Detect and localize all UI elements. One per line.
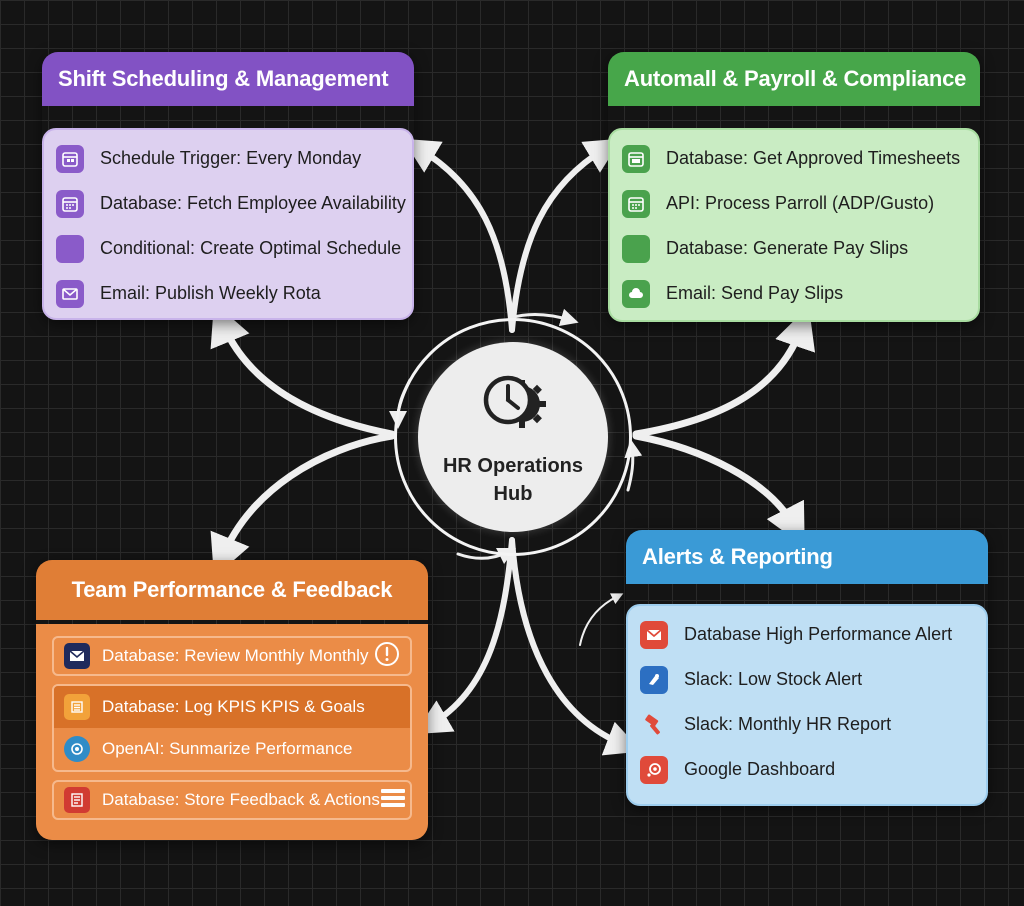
team-item-label: Database: Review Monthly Monthly: [102, 646, 369, 665]
no-icon: [56, 234, 84, 263]
arrow-ring-right: [624, 439, 643, 492]
team-item-label: Database: Log KPIS KPIS & Goals: [102, 697, 365, 716]
calendar-icon: [56, 144, 84, 173]
envelope-icon: [64, 643, 90, 669]
arrow-hub-to-payroll-bottom: [632, 306, 816, 438]
arrow-hub-to-alerts-top: [632, 432, 805, 547]
hub-label-line1: HR Operations: [442, 455, 584, 477]
arrow-hub-to-team-bottom: [414, 537, 515, 735]
payroll-item-1[interactable]: Database: Get Approved Timesheets: [610, 136, 978, 181]
alerts-item-label: Slack: Low Stock Alert: [684, 669, 863, 689]
payroll-item-4[interactable]: Email: Send Pay Slips: [610, 271, 978, 316]
team-item-1[interactable]: Database: Review Monthly Monthly: [52, 636, 412, 676]
alerts-item-label: Slack: Monthly HR Report: [684, 714, 892, 734]
payroll-item-label: Email: Send Pay Slips: [666, 283, 844, 303]
payroll-compliance-card: Automall & Payroll & Compliance Database…: [608, 52, 980, 322]
list-icon: [64, 787, 90, 813]
shift-item-3[interactable]: Conditional: Create Optimal Schedule: [44, 226, 412, 271]
alerts-card-body: Database High Performance Alert Slack: L…: [626, 604, 988, 806]
alerts-item-3[interactable]: Slack: Monthly HR Report: [628, 702, 986, 747]
alerts-item-1[interactable]: Database High Performance Alert: [628, 612, 986, 657]
arrow-hub-to-payroll-top: [509, 138, 622, 333]
hub-label-line2: Hub: [493, 483, 533, 505]
shift-item-label: Email: Publish Weekly Rota: [100, 283, 321, 303]
calendar-icon: [622, 189, 650, 218]
gmail-icon: [640, 620, 668, 649]
alerts-item-label: Google Dashboard: [684, 759, 836, 779]
shift-item-label: Conditional: Create Optimal Schedule: [100, 238, 402, 258]
shift-card-title: Shift Scheduling & Management: [42, 52, 414, 106]
openai-icon: [64, 736, 90, 762]
calendar-icon: [622, 144, 650, 173]
menu-icon: [380, 787, 406, 814]
team-card-title: Team Performance & Feedback: [36, 560, 428, 620]
hr-operations-hub[interactable]: HR Operations Hub: [418, 342, 608, 532]
payroll-item-2[interactable]: API: Process Parroll (ADP/Gusto): [610, 181, 978, 226]
payroll-card-body: Database: Get Approved Timesheets API: P…: [608, 128, 980, 322]
team-item-3[interactable]: OpenAI: Sunmarize Performance: [54, 728, 410, 770]
no-icon: [622, 234, 650, 263]
shift-item-4[interactable]: Email: Publish Weekly Rota: [44, 271, 412, 316]
team-card-body: Database: Review Monthly Monthly Databas…: [36, 624, 428, 840]
arrow-hub-to-shift-top: [402, 138, 515, 333]
alerts-card-title: Alerts & Reporting: [626, 530, 988, 584]
arrow-ring-top: [508, 308, 579, 327]
shift-card-body: Schedule Trigger: Every Monday Database:…: [42, 128, 414, 320]
payroll-item-label: API: Process Parroll (ADP/Gusto): [666, 193, 935, 213]
payroll-item-label: Database: Generate Pay Slips: [666, 238, 909, 258]
hub-label: HR Operations Hub: [418, 452, 608, 508]
shift-item-label: Schedule Trigger: Every Monday: [100, 148, 362, 168]
team-item-label: OpenAI: Sunmarize Performance: [102, 739, 353, 758]
envelope-icon: [56, 279, 84, 308]
calendar-icon: [56, 189, 84, 218]
team-item-2[interactable]: Database: Log KPIS KPIS & Goals: [54, 686, 410, 728]
alerts-item-2[interactable]: Slack: Low Stock Alert: [628, 657, 986, 702]
arrow-hub-to-team-top: [210, 432, 396, 578]
hub-ring: [394, 318, 632, 556]
alert-circle-icon: [374, 641, 400, 672]
arrow-hub-to-shift-bottom: [210, 302, 396, 438]
hammer-icon: [640, 711, 668, 739]
payroll-item-label: Database: Get Approved Timesheets: [666, 148, 961, 168]
shift-item-2[interactable]: Database: Fetch Employee Availability: [44, 181, 412, 226]
payroll-card-title: Automall & Payroll & Compliance: [608, 52, 980, 106]
team-item-label: Database: Store Feedback & Actions: [102, 790, 380, 809]
team-performance-card: Team Performance & Feedback Database: Re…: [36, 560, 428, 840]
team-item-4[interactable]: Database: Store Feedback & Actions: [52, 780, 412, 820]
dashboard-icon: [640, 755, 668, 784]
alerts-reporting-card: Alerts & Reporting Database High Perform…: [626, 530, 988, 806]
alerts-item-label: Database High Performance Alert: [684, 624, 953, 644]
payroll-item-3[interactable]: Database: Generate Pay Slips: [610, 226, 978, 271]
clock-gear-icon: [483, 375, 546, 428]
arrow-hub-to-alerts-bottom: [509, 537, 642, 756]
shift-scheduling-card: Shift Scheduling & Management Schedule T…: [42, 52, 414, 320]
alerts-item-4[interactable]: Google Dashboard: [628, 747, 986, 792]
arrow-small-alerts: [579, 593, 624, 646]
list-icon: [64, 694, 90, 720]
slack-icon: [640, 665, 668, 694]
team-item-group: Database: Log KPIS KPIS & Goals OpenAI: …: [52, 684, 412, 772]
shift-item-label: Database: Fetch Employee Availability: [100, 193, 406, 213]
shift-item-1[interactable]: Schedule Trigger: Every Monday: [44, 136, 412, 181]
cloud-icon: [622, 279, 650, 308]
